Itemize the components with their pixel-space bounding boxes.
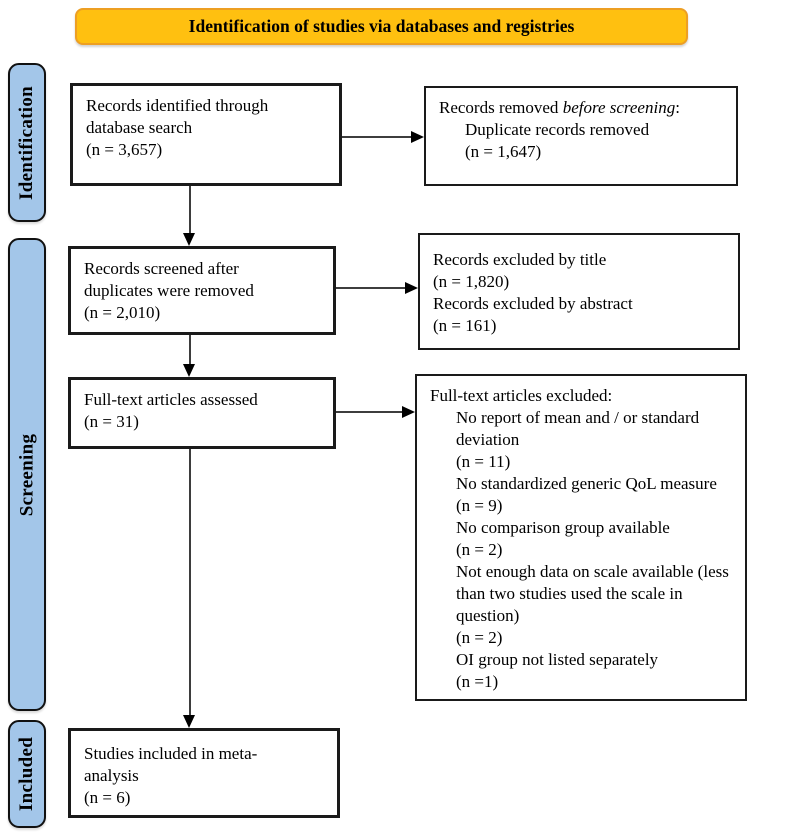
- box-line: (n = 2,010): [84, 303, 161, 322]
- box-line: (n = 3,657): [86, 140, 163, 159]
- title-banner: Identification of studies via databases …: [75, 8, 688, 45]
- box-line: than two studies used the scale in: [456, 584, 683, 603]
- box-line: duplicates were removed: [84, 281, 254, 300]
- box-line: (n = 2): [456, 540, 503, 559]
- box-line: Records removed before screening:: [439, 98, 680, 117]
- arrow-fulltext-to-excluded: [336, 406, 415, 418]
- stage-bar-included-label: Included: [16, 736, 37, 812]
- box-line: (n = 1,647): [465, 142, 542, 161]
- box-line: No report of mean and / or standard: [456, 408, 700, 427]
- stage-bar-identification-label: Identification: [16, 85, 38, 200]
- box-records-removed-before-screening: Records removed before screening: Duplica…: [424, 86, 738, 186]
- box-line: No comparison group available: [456, 518, 670, 537]
- box-line: (n =1): [456, 672, 499, 691]
- stage-bar-included: Included: [8, 720, 46, 828]
- box-line: Full-text articles excluded:: [430, 386, 613, 405]
- box-line: database search: [86, 118, 193, 137]
- box-line: Duplicate records removed: [465, 120, 650, 139]
- arrow-identified-to-removed: [342, 131, 424, 143]
- box-line: (n = 2): [456, 628, 503, 647]
- box-line: (n = 9): [456, 496, 503, 515]
- box-records-screened: Records screened after duplicates were re…: [68, 246, 336, 335]
- box-line: Records screened after: [84, 259, 239, 278]
- box-line: Full-text articles assessed: [84, 390, 258, 409]
- box-fulltext-excluded: Full-text articles excluded: No report of…: [415, 374, 747, 701]
- box-fulltext-assessed: Full-text articles assessed (n = 31): [68, 377, 336, 449]
- box-line: (n = 31): [84, 412, 139, 431]
- stage-bar-screening: Screening: [8, 238, 46, 711]
- arrow-identified-to-screened: [183, 186, 196, 246]
- box-line: question): [456, 606, 520, 625]
- box-line: analysis: [84, 766, 139, 785]
- box-line: (n = 161): [433, 316, 497, 335]
- stage-bar-screening-label: Screening: [16, 433, 38, 516]
- box-line: No standardized generic QoL measure: [456, 474, 717, 493]
- box-line: deviation: [456, 430, 520, 449]
- title-banner-label: Identification of studies via databases …: [188, 16, 575, 36]
- box-line: (n = 11): [456, 452, 511, 471]
- box-studies-included: Studies included in meta-analysis (n = 6): [68, 728, 340, 818]
- arrow-screened-to-excluded: [336, 282, 418, 294]
- box-line: Records excluded by title: [433, 250, 607, 269]
- box-line: (n = 1,820): [433, 272, 510, 291]
- box-line: Records identified through: [86, 96, 269, 115]
- box-line: (n = 6): [84, 788, 131, 807]
- stage-bar-identification: Identification: [8, 63, 46, 222]
- box-line: OI group not listed separately: [456, 650, 659, 669]
- arrow-fulltext-to-included: [183, 449, 196, 728]
- box-records-identified: Records identified through database searc…: [70, 83, 342, 186]
- box-line: Not enough data on scale available (less: [456, 562, 729, 581]
- box-line: Studies included in meta-: [84, 744, 258, 763]
- box-records-excluded-title-abstract: Records excluded by title (n = 1,820) Reco…: [418, 233, 740, 350]
- arrow-screened-to-fulltext: [183, 335, 196, 377]
- box-line: Records excluded by abstract: [433, 294, 633, 313]
